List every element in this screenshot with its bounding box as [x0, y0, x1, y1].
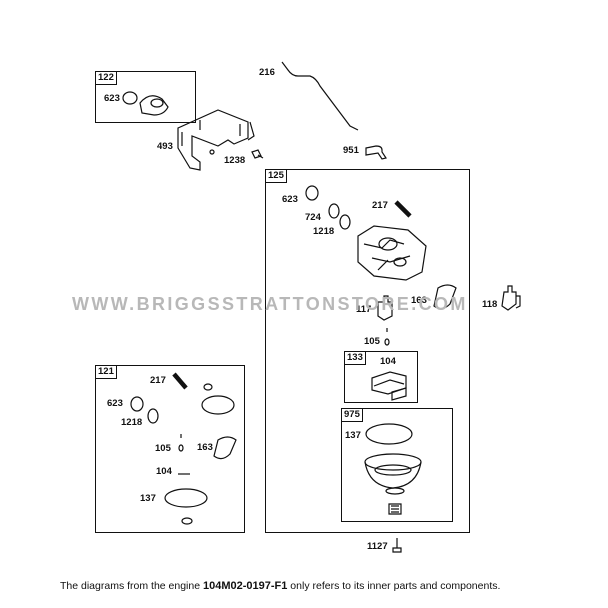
link-rod-216-drawing — [281, 61, 359, 131]
part-label-105-group125: 105 — [364, 336, 380, 347]
part-label-623-group122: 623 — [104, 93, 120, 104]
elbow-fitting-drawing — [139, 95, 169, 116]
oring-623-group122-drawing — [122, 91, 138, 105]
gasket-1218-group121-drawing — [147, 408, 159, 424]
part-label-217-group125: 217 — [372, 200, 388, 211]
part-label-623-group125: 623 — [282, 194, 298, 205]
part-label-163-group121: 163 — [197, 442, 213, 453]
spacer-724-drawing — [328, 203, 340, 219]
part-label-1238: 1238 — [224, 155, 246, 166]
group-label-125: 125 — [265, 169, 287, 183]
oring-137-group975-drawing — [365, 423, 413, 445]
group-label-975: 975 — [341, 408, 363, 422]
spring-217-group121-drawing — [172, 372, 188, 390]
group-label-121: 121 — [95, 365, 117, 379]
group-122-frame — [95, 71, 196, 123]
small-oring-group121-drawing — [181, 517, 193, 525]
bowl-screw-drawing — [388, 503, 402, 515]
footer-engine-code: 104M02-0197-F1 — [203, 580, 288, 592]
clip-951-drawing — [365, 145, 387, 160]
part-label-1218-group121: 1218 — [121, 417, 143, 428]
bracket-493-drawing — [177, 109, 255, 171]
oring-623-group121-drawing — [130, 396, 144, 412]
part-label-1218-group125: 1218 — [313, 226, 335, 237]
watermark-text: WWW.BRIGGSSTRATTONSTORE.COM — [72, 294, 468, 314]
spring-217-group125-drawing — [394, 200, 412, 218]
group-975-frame — [341, 408, 453, 522]
part-label-163-group125: 163 — [411, 295, 427, 306]
gasket-large-group121-drawing — [201, 395, 235, 415]
gasket-163-group121-drawing — [213, 436, 237, 460]
part-label-117: 117 — [356, 304, 372, 315]
solenoid-117-drawing — [377, 295, 393, 321]
part-label-623-group121: 623 — [107, 398, 123, 409]
bolt-1127-drawing — [392, 538, 402, 553]
oring-137-group121-drawing — [164, 488, 208, 508]
small-ring-group121-drawing — [203, 383, 213, 391]
part-label-118: 118 — [482, 299, 498, 310]
part-label-493: 493 — [157, 141, 173, 152]
gasket-1218-group125-drawing — [339, 214, 351, 230]
pin-105-group121-drawing — [178, 434, 184, 452]
group-label-122: 122 — [95, 71, 117, 85]
float-104-group133-drawing — [371, 371, 407, 401]
part-label-104-group133: 104 — [380, 356, 396, 367]
group-125-frame — [265, 169, 470, 533]
part-label-951: 951 — [343, 145, 359, 156]
part-label-137-group975: 137 — [345, 430, 361, 441]
part-label-217-group121: 217 — [150, 375, 166, 386]
gasket-163-group125-drawing — [433, 284, 457, 310]
group-133-frame — [344, 351, 418, 403]
footer-prefix: The diagrams from the engine — [60, 580, 203, 592]
screw-1238-drawing — [251, 149, 264, 159]
carburetor-body-drawing — [357, 225, 427, 281]
oring-623-group125-drawing — [305, 185, 319, 201]
float-bowl-drawing — [364, 453, 422, 495]
part-label-104-group121: 104 — [156, 466, 172, 477]
group-121-frame — [95, 365, 245, 533]
part-label-724: 724 — [305, 212, 321, 223]
footer-suffix: only refers to its inner parts and compo… — [287, 580, 501, 592]
part-label-105-group121: 105 — [155, 443, 171, 454]
footer-caption: The diagrams from the engine 104M02-0197… — [60, 580, 500, 592]
part-label-1127: 1127 — [367, 541, 388, 552]
pin-105-group125-drawing — [384, 328, 390, 346]
part-label-216: 216 — [259, 67, 275, 78]
group-label-133: 133 — [344, 351, 366, 365]
solenoid-118-drawing — [501, 285, 521, 311]
part-label-137-group121: 137 — [140, 493, 156, 504]
